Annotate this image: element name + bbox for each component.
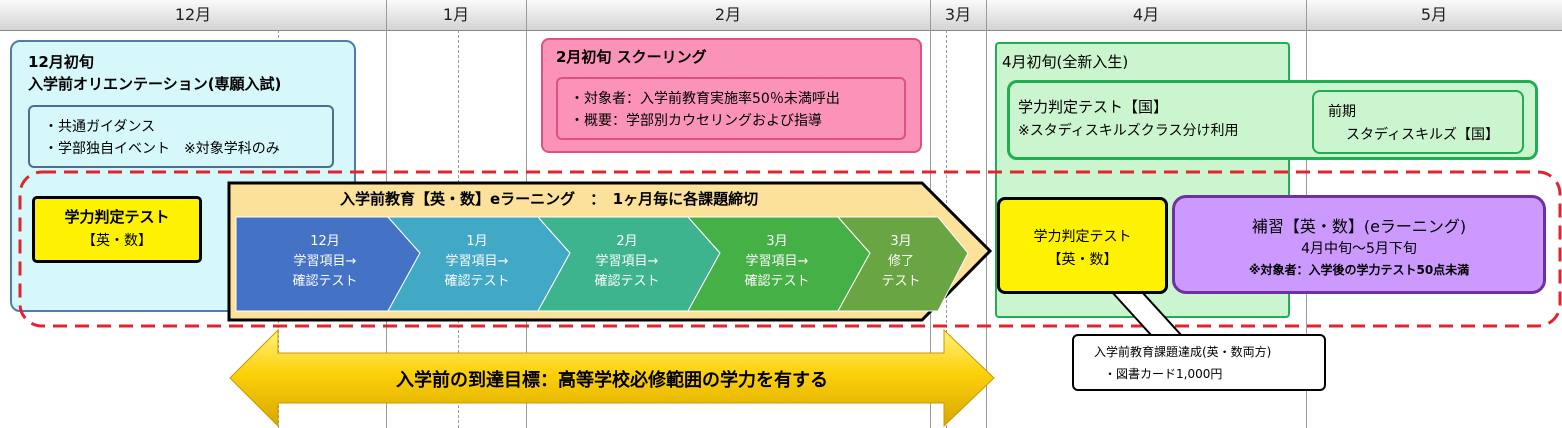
- placement-test-april-subjects: 【英・数】: [1047, 252, 1118, 268]
- callout-pointer: [1109, 291, 1185, 337]
- april-test-title: 学力判定テスト【国】: [1018, 98, 1169, 116]
- goal-text: 入学前の到達目標：高等学校必修範囲の学力を有する: [396, 370, 828, 391]
- april-title: 4月初旬(全新入生): [1002, 53, 1129, 71]
- schooling-items-box: [556, 77, 906, 140]
- schooling-title: 2月初旬 スクーリング: [556, 48, 707, 66]
- step-month: 3月: [766, 234, 788, 249]
- december-orientation-subtitle: 入学前オリエンテーション(専願入試): [28, 75, 282, 93]
- step-2-label: 1月 学習項目→ 確認テスト: [402, 232, 552, 292]
- step-3-label: 2月 学習項目→ 確認テスト: [552, 232, 702, 292]
- month-label: 4月: [1132, 5, 1160, 24]
- target-group-dashed-outline: [18, 170, 1562, 328]
- month-label: 2月: [714, 5, 742, 24]
- step-desc: 学習項目→: [445, 254, 509, 269]
- step-test: 確認テスト: [594, 274, 660, 289]
- zenki-label: 前期: [1328, 104, 1356, 120]
- step-month: 3月: [890, 234, 912, 249]
- remedial-lessons-box: [1172, 195, 1546, 294]
- placement-test-april-title: 学力判定テスト: [1033, 229, 1132, 245]
- april-test-note: ※スタディスキルズクラス分け利用: [1018, 123, 1239, 139]
- placement-test-december-subjects: 【英・数】: [82, 233, 152, 249]
- elearning-header: 入学前教育【英・数】eラーニング ： 1ヶ月毎に各課題締切: [340, 190, 759, 208]
- placement-test-april: [997, 197, 1168, 294]
- step-test: 確認テスト: [444, 274, 510, 289]
- remedial-period: 4月中旬～5月下旬: [1301, 241, 1417, 257]
- schooling-item: ・対象者：入学前教育実施率50％未満呼出: [570, 91, 840, 107]
- step-desc: 修了: [887, 254, 914, 269]
- orientation-item: ・共通ガイダンス: [44, 119, 156, 135]
- remedial-target-note: ※対象者：入学後の学力テスト50点未満: [1248, 263, 1470, 277]
- month-label: 3月: [944, 5, 972, 24]
- step-5-label: 3月 修了 テスト: [856, 232, 946, 292]
- placement-test-december: [32, 196, 202, 263]
- orientation-item: ・学部独自イベント ※対象学科のみ: [44, 141, 280, 157]
- month-label: 12月: [174, 5, 212, 24]
- step-month: 12月: [310, 234, 340, 249]
- step-test: テスト: [881, 274, 921, 289]
- reward-item: ・図書カード1,000円: [1104, 367, 1223, 381]
- step-month: 1月: [466, 234, 488, 249]
- month-label: 5月: [1420, 5, 1448, 24]
- step-desc: 学習項目→: [745, 254, 809, 269]
- month-label: 1月: [442, 5, 470, 24]
- december-orientation-title: 12月初旬: [28, 53, 94, 71]
- month-header: 12月 1月 2月 3月 4月 5月: [0, 0, 1562, 31]
- zenki-course: スタディスキルズ【国】: [1346, 127, 1500, 143]
- step-test: 確認テスト: [744, 274, 810, 289]
- step-desc: 学習項目→: [595, 254, 659, 269]
- step-test: 確認テスト: [292, 274, 358, 289]
- goal-double-arrow: [229, 328, 995, 428]
- reward-condition: 入学前教育課題達成(英・数両方): [1094, 345, 1272, 359]
- reward-callout: [1072, 334, 1326, 391]
- step-desc: 学習項目→: [293, 254, 357, 269]
- elearning-step-5: [836, 216, 969, 312]
- step-4-label: 3月 学習項目→ 確認テスト: [702, 232, 852, 292]
- placement-test-december-title: 学力判定テスト: [64, 208, 170, 226]
- step-month: 2月: [616, 234, 638, 249]
- orientation-items-box: [28, 105, 334, 168]
- remedial-title: 補習【英・数】(eラーニング): [1251, 217, 1467, 236]
- schooling-item: ・概要：学部別カウセリングおよび指導: [570, 113, 822, 129]
- step-1-label: 12月 学習項目→ 確認テスト: [250, 232, 400, 292]
- month-divider: [986, 0, 987, 428]
- zenki-box: [1312, 90, 1524, 154]
